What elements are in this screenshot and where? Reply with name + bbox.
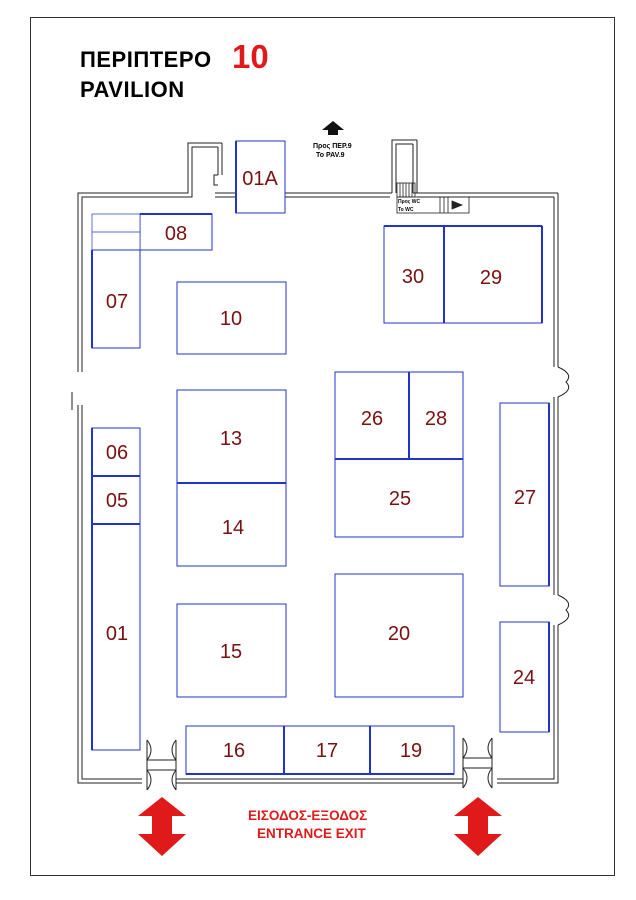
booth-28[interactable] — [408, 371, 464, 460]
booth-20[interactable] — [334, 573, 464, 698]
pavilion-title-english: PAVILION — [80, 77, 185, 102]
booth-30[interactable] — [383, 225, 445, 324]
side-door-upper — [557, 366, 570, 398]
booth-label-29: 29 — [480, 267, 502, 289]
entrance-label-greek: ΕΙΣΟΔΟΣ-ΕΞΟΔΟΣ — [248, 808, 368, 823]
booth-label-20: 20 — [388, 623, 410, 645]
booth-17[interactable] — [283, 725, 371, 775]
booth-labels: 01A 08 07 10 30 29 06 05 01 13 14 15 26 … — [106, 168, 536, 762]
booth-label-28: 28 — [425, 408, 447, 430]
booth-19[interactable] — [369, 725, 455, 775]
booth-15[interactable] — [176, 603, 287, 698]
booth-24[interactable] — [499, 621, 550, 733]
booth-label-19: 19 — [400, 740, 422, 762]
booth-label-08: 08 — [165, 223, 187, 245]
direction-wc-english: To WC — [398, 207, 414, 213]
booth-outlines — [91, 140, 550, 775]
booth-label-15: 15 — [220, 641, 242, 663]
booth-13[interactable] — [176, 389, 287, 484]
booth-label-25: 25 — [389, 488, 411, 510]
side-door-lower — [557, 594, 570, 626]
booth-label-07: 07 — [106, 291, 128, 313]
booth-label-06: 06 — [106, 442, 128, 464]
booth-25[interactable] — [334, 458, 464, 538]
entrance-door-left — [146, 739, 177, 791]
booth-label-26: 26 — [361, 408, 383, 430]
entrance-door-right — [462, 737, 493, 789]
pavilion-title-greek: ΠΕΡΙΠΤΕΡΟ — [80, 47, 212, 72]
pavilion-number: 10 — [232, 38, 269, 75]
annex-detail — [213, 174, 218, 186]
booth-label-27: 27 — [514, 487, 536, 509]
direction-pavilion-9-greek: Προς ΠΕΡ.9 — [313, 143, 352, 150]
booth-label-01: 01 — [106, 623, 128, 645]
entrance-arrow-right-icon — [454, 797, 502, 856]
booth-08[interactable] — [139, 213, 213, 251]
entrance-label-english: ENTRANCE EXIT — [257, 826, 366, 841]
arrow-up-icon — [322, 121, 344, 135]
staircase-icon — [396, 182, 470, 214]
booth-label-16: 16 — [223, 740, 245, 762]
booth-accent-edges — [91, 141, 550, 775]
booth-label-17: 17 — [316, 740, 338, 762]
direction-pavilion-9-english: To PAV.9 — [316, 152, 345, 159]
booth-label-30: 30 — [402, 266, 424, 288]
direction-wc-greek: Προς WC — [398, 199, 421, 205]
booth-01[interactable] — [91, 523, 141, 751]
booth-label-14: 14 — [222, 517, 244, 539]
booth-label-10: 10 — [220, 308, 242, 330]
booth-10[interactable] — [176, 281, 287, 355]
booth-26[interactable] — [334, 371, 410, 460]
booth-label-24: 24 — [513, 667, 535, 689]
booth-label-13: 13 — [220, 428, 242, 450]
booth-label-01A: 01A — [242, 168, 278, 190]
booth-label-05: 05 — [106, 490, 128, 512]
booth-14[interactable] — [176, 482, 287, 567]
entrance-arrow-left-icon — [138, 797, 186, 856]
